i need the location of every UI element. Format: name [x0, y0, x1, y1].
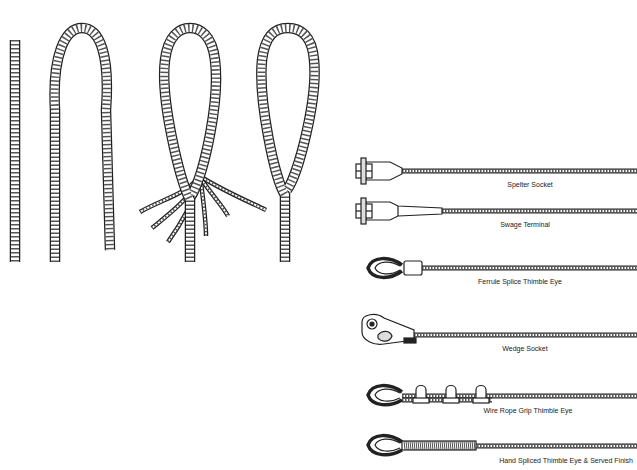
rope-outline	[402, 169, 637, 174]
rope-outline	[422, 266, 637, 271]
serving-wrap	[406, 441, 407, 450]
serving-wrap	[460, 441, 461, 450]
serving-wrap	[442, 441, 443, 450]
serving-wrap	[434, 441, 435, 450]
serving-wrap	[426, 441, 427, 450]
rope-core	[203, 178, 266, 210]
rope-lay	[414, 334, 637, 337]
rope-lay	[203, 178, 266, 210]
rope-outline	[10, 40, 21, 262]
serving-wrap	[452, 441, 453, 450]
rope-outline	[201, 182, 206, 236]
serving-wrap	[428, 441, 429, 450]
rope-outline	[203, 178, 266, 210]
serving-wrap	[424, 441, 425, 450]
rope-core	[201, 182, 206, 236]
rope-lay	[11, 40, 19, 262]
swage-terminal	[356, 198, 442, 224]
serving-wrap	[470, 441, 471, 450]
serving-wrap	[458, 441, 459, 450]
rope-lay	[201, 182, 206, 236]
serving-wrap	[450, 441, 451, 450]
serving-wrap	[422, 441, 423, 450]
rope-outline	[442, 209, 637, 214]
rope-outline	[414, 333, 637, 338]
rope-outline	[55, 28, 110, 262]
spelter-socket	[356, 158, 402, 184]
rope-core	[422, 267, 637, 270]
rope-outline	[164, 28, 216, 262]
termination-label: Wedge Socket	[502, 345, 547, 353]
serving-wrap	[420, 441, 421, 450]
serving-wrap	[446, 441, 447, 450]
serving-wrap	[464, 441, 465, 450]
serving-wrap	[454, 441, 455, 450]
serving-wrap	[418, 441, 419, 450]
serving-wrap	[430, 441, 431, 450]
termination-label: Ferrule Splice Thimble Eye	[478, 278, 562, 286]
wire-ropes	[15, 28, 637, 446]
termination-label: Hand Spliced Thimble Eye & Served Finish	[499, 457, 633, 465]
rope-lay	[164, 28, 216, 262]
serving-wrap	[444, 441, 445, 450]
hand-spliced-thimble-eye	[368, 436, 476, 455]
rope-grip-thimble-eye	[368, 386, 489, 405]
rope-lay	[422, 267, 637, 270]
rope-core	[164, 28, 216, 262]
rope-lay	[402, 170, 637, 173]
serving-wrap	[412, 441, 413, 450]
serving-wrap	[462, 441, 463, 450]
serving-wrap	[474, 441, 475, 450]
serving-wrap	[440, 441, 441, 450]
serving-wrap	[438, 441, 439, 450]
serving-wrap	[448, 441, 449, 450]
termination-label: Spelter Socket	[507, 181, 553, 189]
rope-core	[402, 395, 637, 398]
rope-core	[261, 28, 314, 262]
serving-wrap	[456, 441, 457, 450]
rope-outline	[402, 398, 492, 403]
serving-wrap	[436, 441, 437, 450]
serving-wrap	[472, 441, 473, 450]
wedge-socket	[362, 315, 416, 345]
serving-wrap	[466, 441, 467, 450]
ferrule-thimble-eye	[368, 259, 422, 278]
serving-wrap	[416, 441, 417, 450]
rope-core	[55, 28, 110, 262]
serving-wrap	[408, 441, 409, 450]
termination-label: Wire Rope Grip Thimble Eye	[484, 407, 573, 415]
rope-core	[11, 40, 19, 262]
rope-lay	[55, 28, 110, 262]
serving-wrap	[410, 441, 411, 450]
rope-grips	[413, 386, 489, 404]
terminals	[356, 158, 489, 455]
rope-core	[402, 170, 637, 173]
rope-core	[414, 334, 637, 337]
serving-wrap	[414, 441, 415, 450]
serving-wrap	[468, 441, 469, 450]
rope-core	[442, 210, 637, 213]
termination-label: Swage Terminal	[500, 221, 550, 229]
serving-wrap	[404, 441, 405, 450]
rope-lay	[402, 395, 637, 398]
serving-wrap	[432, 441, 433, 450]
rope-lay	[442, 210, 637, 213]
rope-lay	[261, 28, 314, 262]
rope-outline	[261, 28, 314, 262]
